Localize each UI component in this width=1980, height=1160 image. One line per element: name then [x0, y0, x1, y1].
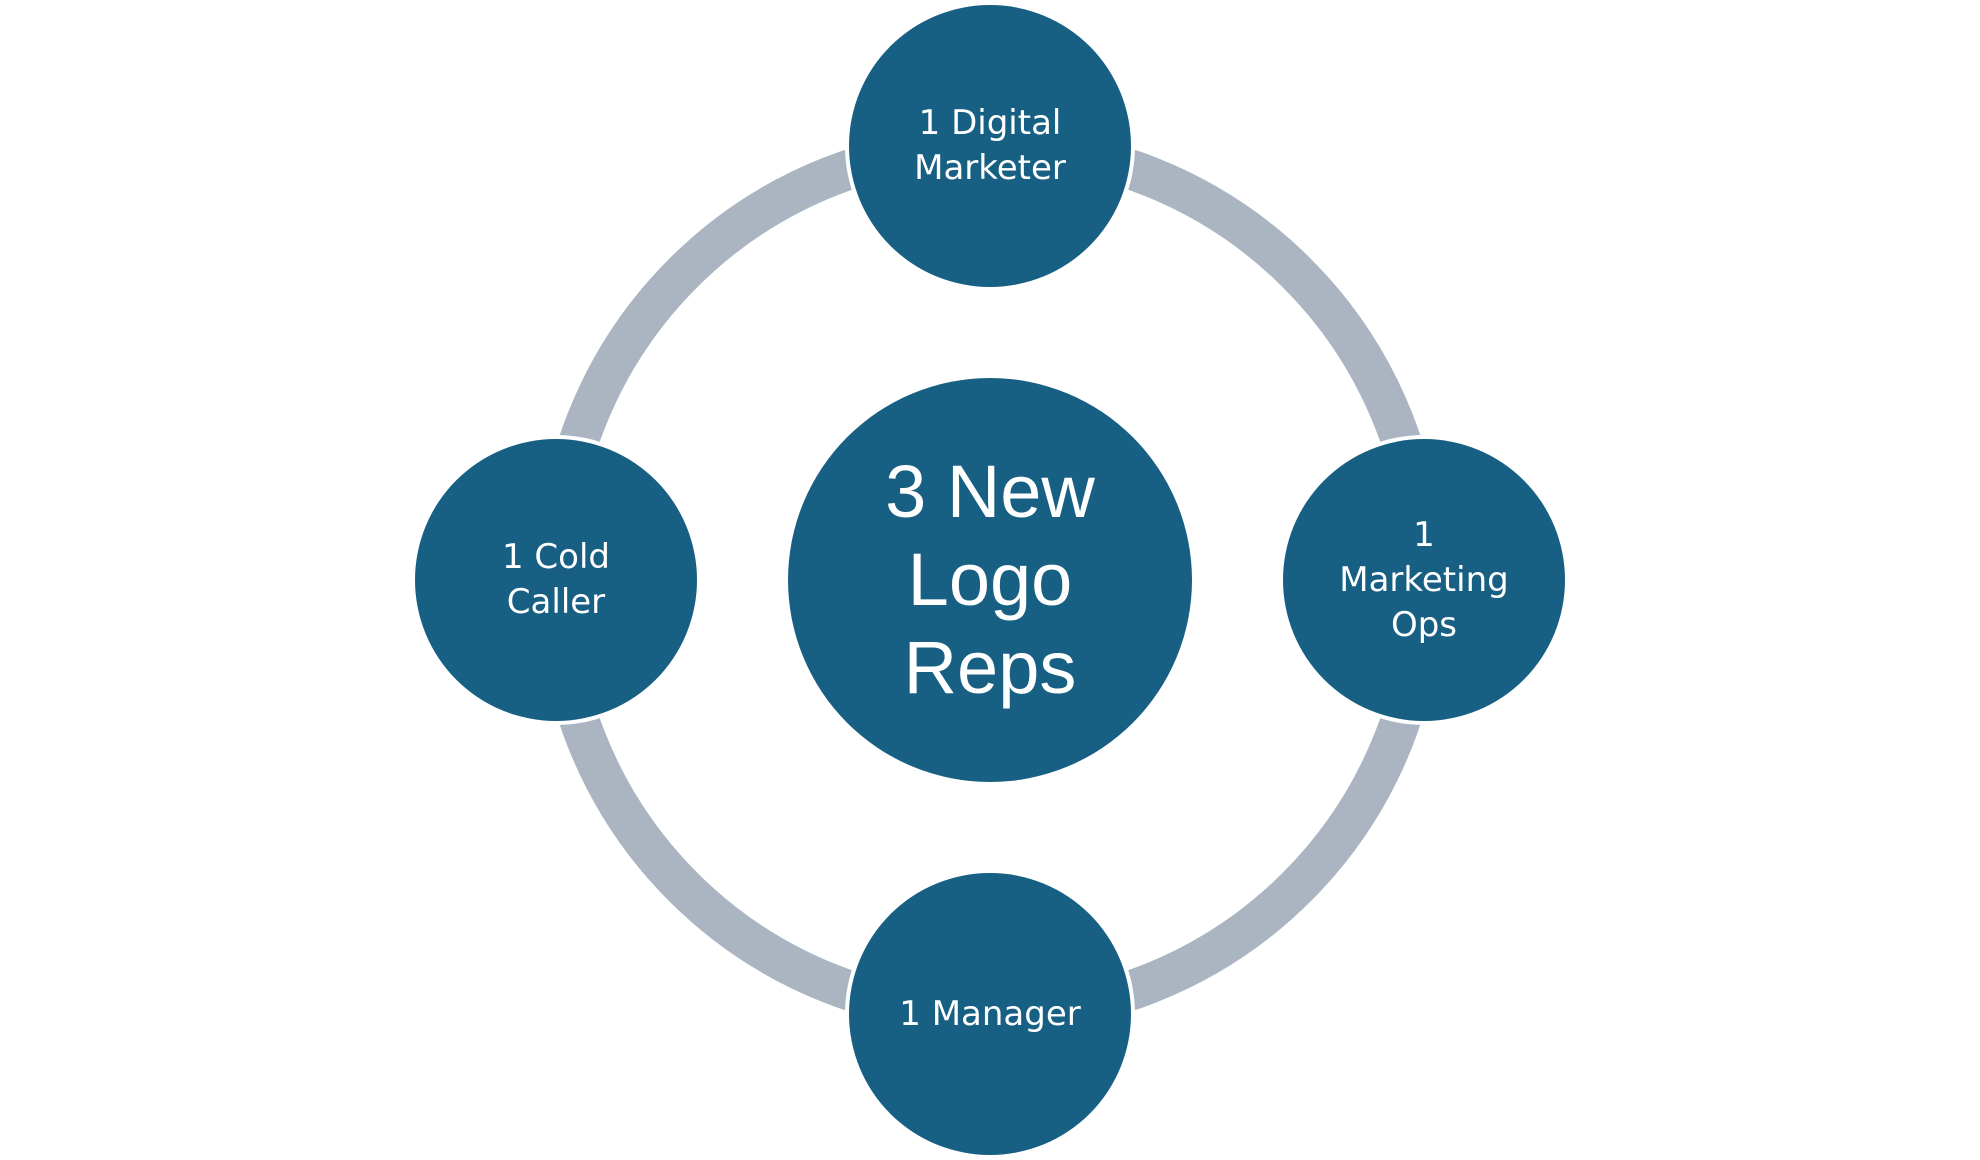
- node-label: 1 Digital Marketer: [914, 103, 1066, 188]
- center-node-label: 3 New Logo Reps: [885, 450, 1095, 709]
- node-marketing-ops: 1 Marketing Ops: [1283, 439, 1565, 721]
- node-manager: 1 Manager: [849, 873, 1131, 1155]
- center-node: 3 New Logo Reps: [788, 378, 1192, 782]
- node-cold-caller: 1 Cold Caller: [415, 439, 697, 721]
- node-label: 1 Marketing Ops: [1339, 514, 1509, 645]
- node-label: 1 Cold Caller: [501, 537, 610, 622]
- node-label: 1 Manager: [899, 993, 1081, 1034]
- node-digital-marketer: 1 Digital Marketer: [849, 5, 1131, 287]
